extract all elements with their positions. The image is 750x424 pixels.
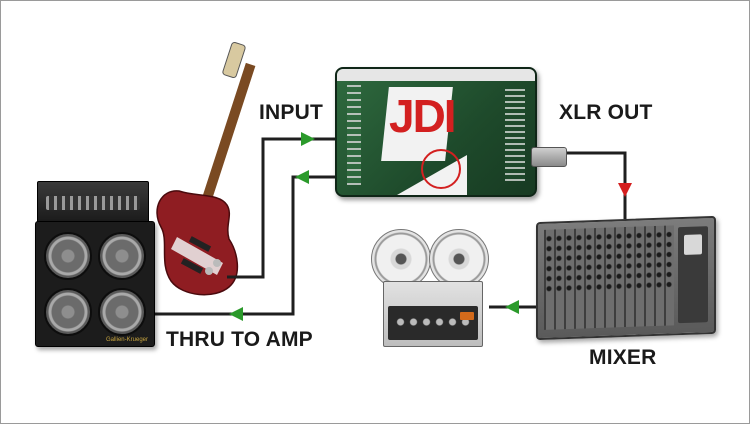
label-xlr-out: XLR OUT — [559, 101, 653, 124]
label-input: INPUT — [259, 101, 323, 124]
speaker-cone — [98, 288, 146, 336]
label-thru-to-amp: THRU TO AMP — [166, 328, 313, 351]
speaker-cone — [98, 232, 146, 280]
bass-cabinet: Gallien-Krueger — [35, 221, 155, 347]
reel-to-reel-recorder — [369, 229, 489, 347]
target-logo-icon — [421, 149, 461, 189]
wire-xlr — [565, 151, 627, 219]
mixing-console — [536, 215, 716, 341]
cabinet-brand: Gallien-Krueger — [105, 337, 148, 343]
wire-thru — [153, 175, 335, 316]
speaker-cone — [44, 288, 92, 336]
arrow-thru-right — [295, 170, 309, 184]
amp-head — [37, 181, 149, 223]
arrow-to-tape — [505, 300, 519, 314]
bass-guitar — [156, 41, 256, 296]
arrow-xlr — [618, 183, 632, 197]
tape-reel — [429, 229, 489, 289]
tape-reel — [371, 229, 431, 289]
arrow-input — [301, 132, 315, 146]
arrow-thru-bottom — [229, 307, 243, 321]
label-mixer: MIXER — [589, 346, 657, 369]
di-model-logo: JDI — [389, 90, 457, 142]
speaker-cone — [44, 232, 92, 280]
direct-box: JDI — [335, 67, 537, 197]
xlr-connector — [531, 147, 567, 167]
wire-input — [227, 137, 335, 279]
